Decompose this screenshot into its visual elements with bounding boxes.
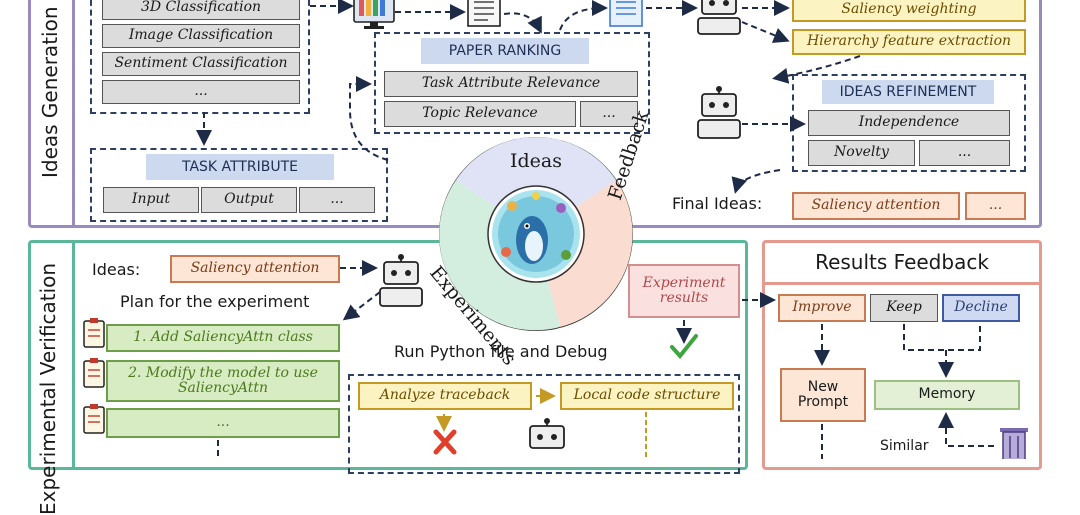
ideas-panel-divider xyxy=(72,0,75,228)
memory-box: Memory xyxy=(874,380,1020,410)
cross-icon xyxy=(433,429,457,455)
dolphin-mascot-icon xyxy=(492,190,580,278)
document-icon-blue xyxy=(609,0,643,27)
document-icon xyxy=(467,0,501,27)
results-feedback-title: Results Feedback xyxy=(815,250,989,274)
feedback-keep: Keep xyxy=(870,294,938,322)
task-item-3d: 3D Classification xyxy=(102,0,300,20)
new-prompt-box: New Prompt xyxy=(780,368,866,422)
clipboard-icon xyxy=(83,318,105,348)
debug-analyze-traceback: Analyze traceback xyxy=(358,382,532,410)
robot-icon xyxy=(529,418,565,449)
feedback-title-divider xyxy=(762,282,1042,285)
cycle-label-ideas: Ideas xyxy=(510,150,562,172)
debug-local-code-structure: Local code structure xyxy=(560,382,734,410)
idea-saliency-attention: Saliency attention xyxy=(170,255,340,283)
debug-arrows xyxy=(436,388,647,459)
plan-title: Plan for the experiment xyxy=(120,292,310,311)
trash-icon xyxy=(1000,428,1028,459)
task-attribute-input: Input xyxy=(103,187,199,213)
similar-label: Similar xyxy=(880,438,929,454)
task-attribute-header: TASK ATTRIBUTE xyxy=(146,154,334,180)
paper-ranking-task-relevance: Task Attribute Relevance xyxy=(384,71,638,97)
feedback-improve: Improve xyxy=(778,294,866,322)
task-list-container xyxy=(90,0,310,114)
final-ideas-label: Final Ideas: xyxy=(672,194,763,213)
experiment-results: Experiment results xyxy=(628,264,740,318)
task-item-image: Image Classification xyxy=(102,24,300,48)
refinement-independence: Independence xyxy=(808,110,1010,136)
monitor-icon xyxy=(353,0,395,29)
refinement-novelty: Novelty xyxy=(808,140,915,166)
feature-hierarchy-extraction: Hierarchy feature extraction xyxy=(792,29,1026,55)
task-attribute-more: ... xyxy=(299,187,375,213)
verification-panel-divider xyxy=(72,240,75,470)
task-item-more: ... xyxy=(102,80,300,104)
robot-icon xyxy=(697,0,741,35)
task-item-sentiment: Sentiment Classification xyxy=(102,52,300,76)
feature-saliency-weighting: Saliency weighting xyxy=(792,0,1026,22)
clipboard-icon xyxy=(83,404,105,434)
clipboard-icon xyxy=(83,358,105,388)
diagram-overlay xyxy=(83,0,1028,459)
final-idea-more: ... xyxy=(965,192,1026,220)
feedback-decline: Decline xyxy=(942,294,1020,322)
task-attribute-output: Output xyxy=(201,187,297,213)
refinement-more: ... xyxy=(919,140,1010,166)
task-attribute-container xyxy=(90,148,388,222)
paper-ranking-header: PAPER RANKING xyxy=(421,38,589,64)
paper-ranking-topic-relevance: Topic Relevance xyxy=(384,101,576,127)
checkmark-icon xyxy=(670,334,698,360)
plan-step-more: ... xyxy=(106,408,340,438)
paper-ranking-more: ... xyxy=(580,101,638,127)
final-idea-saliency: Saliency attention xyxy=(792,192,960,220)
robot-icon xyxy=(697,86,741,139)
plan-step-2: 2. Modify the model to use SaliencyAttn xyxy=(106,360,340,402)
ideas-refinement-header: IDEAS REFINEMENT xyxy=(822,80,994,104)
robot-icon xyxy=(379,254,423,307)
ideas-label: Ideas: xyxy=(92,260,141,279)
debug-title: Run Python file and Debug xyxy=(394,342,608,361)
plan-step-1: 1. Add SaliencyAttn class xyxy=(106,324,340,352)
flow-arrows xyxy=(196,0,994,459)
paper-ranking-container xyxy=(374,32,650,134)
